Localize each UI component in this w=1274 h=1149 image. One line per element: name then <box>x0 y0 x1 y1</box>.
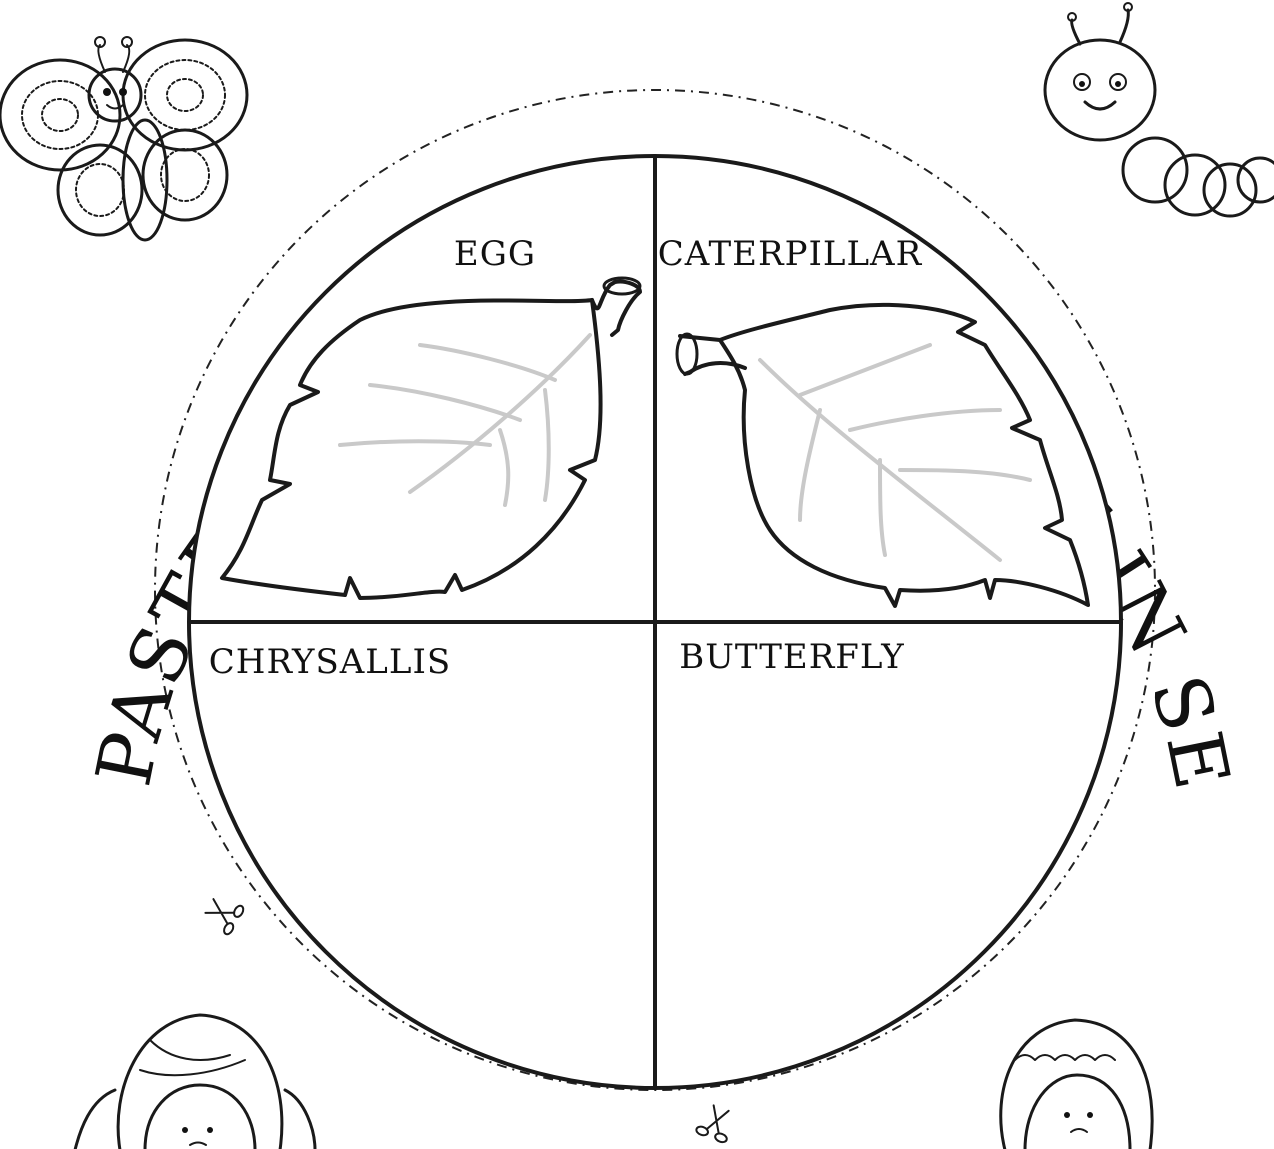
girl-icon <box>75 1015 315 1149</box>
butterfly-icon <box>0 37 247 240</box>
scissors-icon <box>201 892 245 936</box>
section-label-chrysalis: CHRYSALLIS <box>209 642 451 682</box>
boy-icon <box>1001 1020 1152 1149</box>
section-label-caterpillar: CATERPILLAR <box>658 234 923 274</box>
scissors-icon <box>695 1103 736 1144</box>
caterpillar-icon <box>1045 3 1274 216</box>
section-label-egg: EGG <box>454 234 536 274</box>
section-label-butterfly: BUTTERFLY <box>679 637 904 677</box>
